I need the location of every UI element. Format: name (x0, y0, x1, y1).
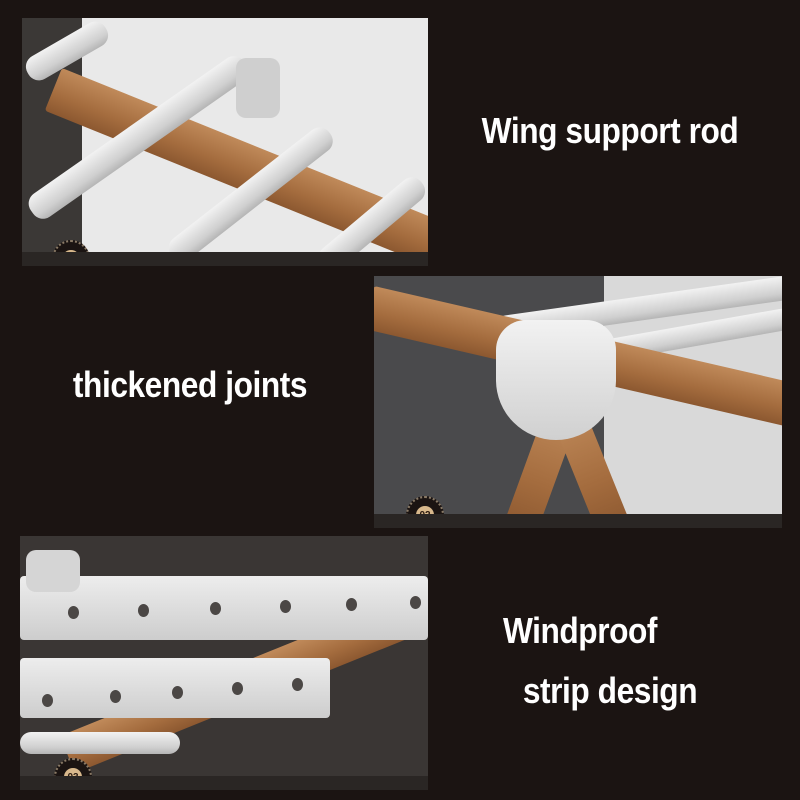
photo-windproof-strip: 03 (20, 536, 428, 790)
photo-thickened-joints: 02 (374, 276, 782, 528)
thickened-joint (496, 320, 616, 440)
joint-clip (236, 58, 280, 118)
feature-badge: 02 (406, 496, 444, 514)
feature-badge: 01 (52, 240, 90, 252)
windproof-strip (20, 576, 428, 640)
caption-windproof-line2: strip design (522, 670, 698, 711)
support-rod (20, 732, 180, 754)
photo-wing-support-rod: 01 (22, 18, 428, 266)
caption-wing-support-rod: Wing support rod (481, 110, 739, 151)
caption-windproof-line1: Windproof (502, 610, 658, 651)
windproof-strip (20, 658, 330, 718)
joint-clip (26, 550, 80, 592)
feature-badge: 03 (54, 758, 92, 776)
caption-thickened-joints: thickened joints (72, 364, 308, 405)
